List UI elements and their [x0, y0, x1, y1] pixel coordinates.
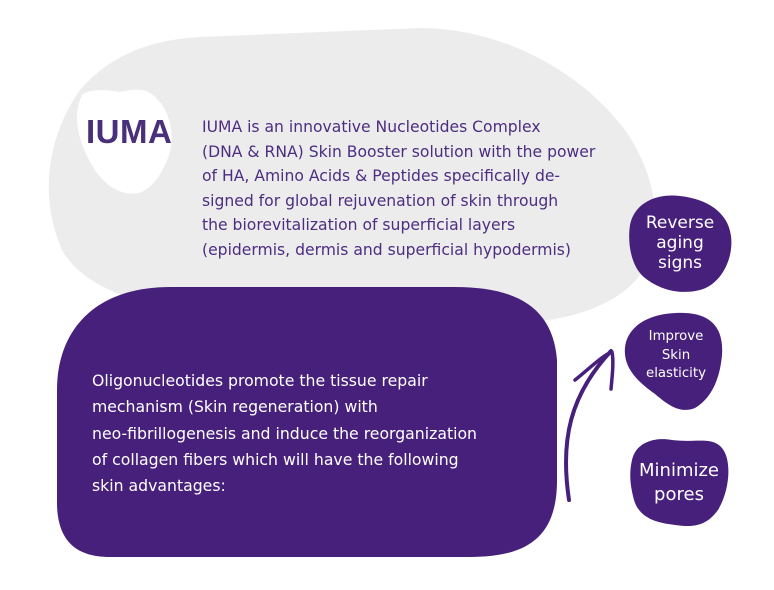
intro-line: the biorevitalization of superficial lay…: [202, 216, 516, 235]
intro-line: (epidermis, dermis and superficial hypod…: [202, 240, 572, 259]
intro-line: IUMA is an innovative Nucleotides Comple…: [202, 118, 541, 136]
description-paragraph: Oligonucleotides promote the tissue repa…: [92, 368, 562, 499]
benefit-blob-minimize-pores: [630, 439, 729, 527]
description-line: Oligonucleotides promote the tissue repa…: [92, 371, 428, 390]
brand-logo-text: IUMA: [86, 113, 173, 150]
intro-paragraph: IUMA is an innovative Nucleotides Comple…: [202, 115, 642, 263]
brand-white-blob: [77, 89, 172, 194]
benefit-label-line: aging: [656, 233, 704, 253]
benefit-label-line: Reverse: [645, 213, 715, 233]
description-line: of collagen fibers which will have the f…: [92, 449, 459, 469]
intro-line: signed for global rejuvenation of skin t…: [202, 191, 559, 210]
description-card: [57, 287, 557, 557]
benefit-label-line: Minimize: [639, 460, 719, 481]
intro-line: of HA, Amino Acids & Peptides specifical…: [202, 167, 561, 186]
benefit-label-line: Improve: [648, 329, 704, 344]
curved-arrow-up-right-icon: [563, 349, 615, 502]
benefit-reverse-aging-signs: Reverse aging signs: [633, 213, 727, 273]
description-line: skin advantages:: [92, 476, 226, 496]
benefit-label-line: Skin: [661, 347, 691, 363]
benefit-minimize-pores: Minimize pores: [632, 459, 726, 507]
description-line: neo-fibrillogenesis and induce the reorg…: [92, 423, 477, 443]
description-line: mechanism (Skin regeneration) with: [92, 397, 378, 417]
intro-line: (DNA & RNA) Skin Booster solution with t…: [202, 142, 596, 161]
benefit-label-line: elasticity: [646, 366, 706, 382]
benefit-blob-skin-elasticity: [624, 312, 723, 410]
benefit-improve-skin-elasticity: Improve Skin elasticity: [632, 328, 720, 384]
benefit-label-line: pores: [654, 484, 704, 505]
intro-grey-blob: [48, 28, 656, 324]
benefit-blob-reverse-aging: [629, 195, 732, 292]
benefit-label-line: signs: [657, 253, 702, 273]
